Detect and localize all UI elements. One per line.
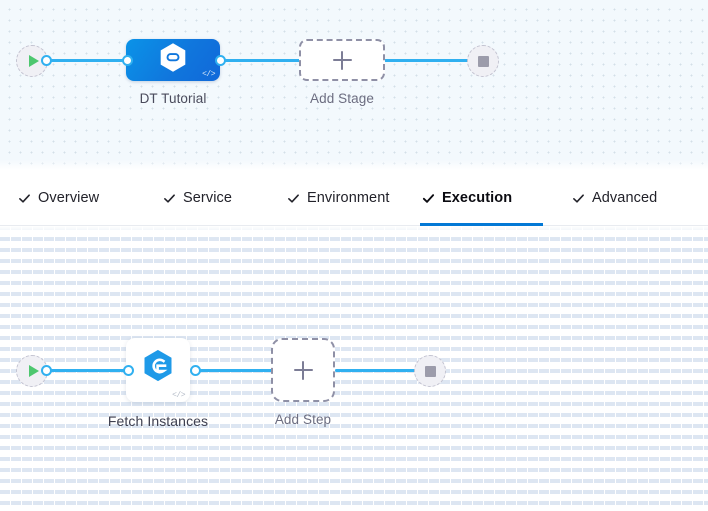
step-output-port[interactable] [190, 365, 201, 376]
connector-step-to-add-step [194, 369, 274, 372]
connector-start-to-stage [44, 59, 128, 62]
stage-node-dt-tutorial[interactable]: </> [126, 39, 220, 81]
pipeline-end-node[interactable] [467, 45, 499, 77]
play-icon [28, 55, 39, 67]
connector-start-to-step [44, 369, 128, 372]
tab-service[interactable]: Service [161, 170, 234, 226]
stage-config-tabs: Overview Service Environment Execution A… [0, 170, 708, 226]
check-icon [164, 193, 175, 203]
stage-input-port[interactable] [122, 55, 133, 66]
execution-step-canvas[interactable]: </> Fetch Instances Add Step [0, 226, 708, 511]
check-icon [19, 193, 30, 203]
canvas-grid [0, 226, 708, 511]
add-stage-button[interactable] [299, 39, 385, 81]
code-badge-icon: </> [202, 70, 215, 79]
tab-label: Service [183, 190, 233, 206]
step-node-label: Fetch Instances [107, 413, 209, 429]
play-icon [28, 365, 39, 377]
plus-icon [332, 50, 352, 70]
start-output-port[interactable] [41, 55, 52, 66]
check-icon [422, 193, 435, 203]
tab-label: Execution [442, 190, 513, 206]
execution-end-node[interactable] [414, 355, 446, 387]
check-icon [573, 193, 584, 203]
harness-hexagon-icon [159, 43, 187, 78]
stop-icon [424, 365, 436, 377]
code-badge-icon: </> [172, 391, 185, 400]
tab-label: Advanced [592, 190, 658, 206]
stop-icon [477, 55, 489, 67]
connector-add-stage-to-end [384, 59, 474, 62]
step-input-port[interactable] [123, 365, 134, 376]
add-stage-label: Add Stage [310, 91, 374, 106]
pipeline-stage-canvas[interactable]: </> DT Tutorial Add Stage [0, 0, 708, 170]
tab-label: Overview [38, 190, 100, 206]
step-node-fetch-instances[interactable]: </> [126, 338, 190, 402]
tab-advanced[interactable]: Advanced [570, 170, 659, 226]
connector-stage-to-add-stage [218, 59, 303, 62]
tab-label: Environment [307, 190, 390, 206]
tab-environment[interactable]: Environment [285, 170, 392, 226]
tab-execution[interactable]: Execution [420, 170, 543, 226]
add-step-button[interactable] [271, 338, 335, 402]
check-icon [288, 193, 299, 203]
stage-output-port[interactable] [215, 55, 226, 66]
step-start-output-port[interactable] [41, 365, 52, 376]
step-node-layer: </> Fetch Instances Add Step [0, 226, 708, 511]
add-step-label: Add Step [274, 412, 332, 427]
tab-overview[interactable]: Overview [16, 170, 101, 226]
deployment-template-hexagon-icon [143, 350, 173, 387]
stage-node-label: DT Tutorial [139, 91, 207, 106]
connector-add-step-to-end [335, 369, 421, 372]
stage-node-layer: </> DT Tutorial Add Stage [0, 0, 708, 170]
plus-icon [293, 360, 313, 380]
